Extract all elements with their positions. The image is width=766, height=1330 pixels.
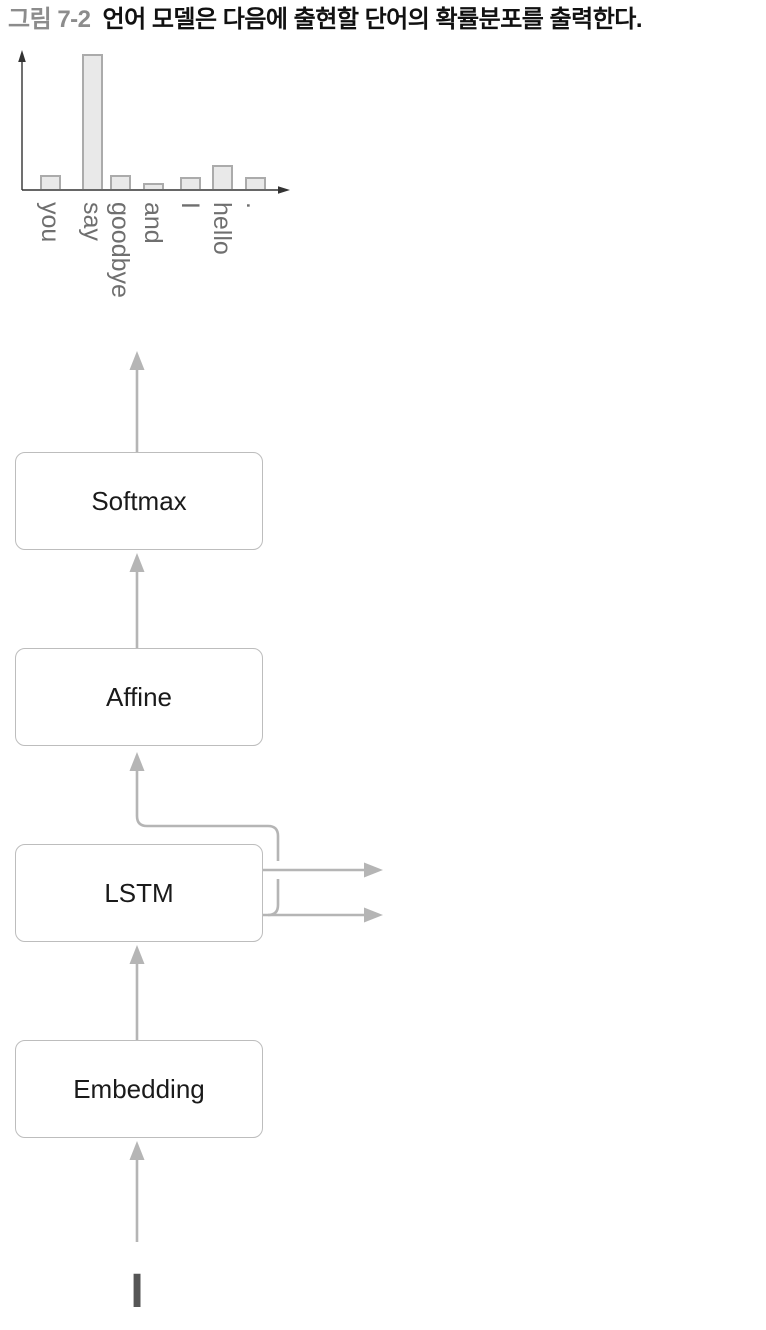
layer-box-softmax: Softmax [15,452,263,550]
arrowhead-affine-to-softmax-icon [129,553,145,572]
figure-caption: 언어 모델은 다음에 출현할 단어의 확률분포를 출력한다. [102,6,643,33]
x-axis-arrow-icon [278,186,290,194]
y-axis-arrow-icon [18,50,26,62]
tick-label-and: and [139,202,167,244]
tick-label-say: say [78,202,106,241]
layer-box-affine: Affine [15,648,263,746]
layer-label-embedding: Embedding [73,1073,205,1104]
input-word: I [130,1265,144,1318]
figure-title: 그림 7-2 언어 모델은 다음에 출현할 단어의 확률분포를 출력한다. [8,4,760,36]
tick-label-period: . [241,202,269,209]
tick-label-I: I [176,202,204,209]
layer-box-embedding: Embedding [15,1040,263,1138]
tick-label-you: you [36,202,64,243]
bar-period [244,177,266,189]
tick-label-goodbye: goodbye [106,202,134,298]
bar-say [81,54,103,189]
arrowhead-softmax-to-output-icon [129,351,145,370]
arrowhead-lstm-state-2-icon [364,907,383,923]
bar-hello [211,165,233,189]
lstm-output-tap-lower [267,879,280,917]
bar-and [142,183,164,189]
tick-label-hello: hello [208,202,236,255]
layer-label-softmax: Softmax [91,485,187,516]
bar-you [39,175,61,189]
bar-I [179,177,201,189]
bar-goodbye [109,175,131,189]
layer-box-lstm: LSTM [15,844,263,942]
layer-label-affine: Affine [105,681,172,712]
arrowhead-lstm-state-1-icon [364,862,383,878]
arrowhead-input-to-embedding-icon [129,1141,145,1160]
arrowhead-lstm-to-affine-icon [129,752,145,771]
chart-axes [18,50,290,194]
layer-label-lstm: LSTM [104,877,174,908]
arrowhead-embedding-to-lstm-icon [129,945,145,964]
figure-number: 그림 7-2 [8,6,91,33]
